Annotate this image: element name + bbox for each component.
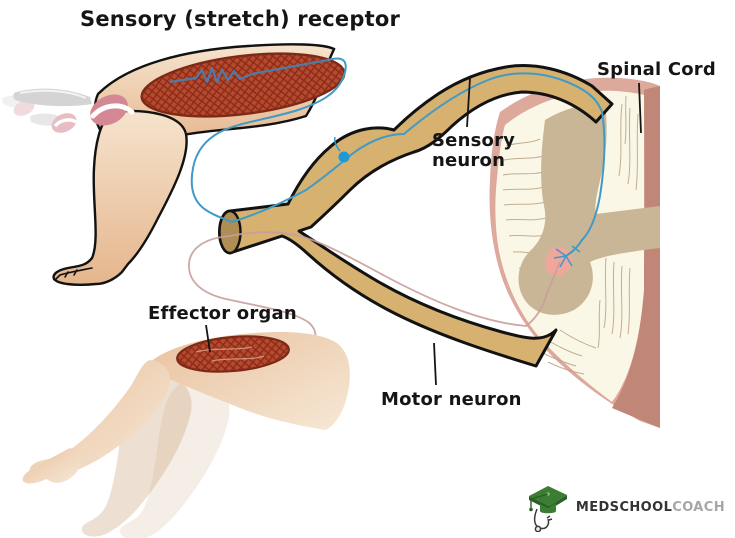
spinal-cord-section	[489, 77, 660, 428]
reflex-hammer-icon	[2, 88, 135, 133]
label-pointer-line	[466, 77, 471, 128]
hammer-head	[90, 94, 128, 126]
sensory-axon	[190, 57, 606, 268]
label-pointer-line	[205, 324, 211, 353]
sensory-neuron-label-line1: Sensory	[432, 130, 515, 151]
leg-motion-ghost	[81, 372, 192, 537]
foot-toes	[55, 267, 93, 280]
cell-body-tail	[334, 136, 341, 152]
reflex-hammer-motion-ghost	[2, 95, 35, 116]
logo-text-coach: COACH	[672, 499, 725, 515]
stimulated-leg-illustration	[52, 43, 346, 286]
calf-shape	[52, 109, 188, 286]
effector-organ-label: Effector organ	[148, 303, 297, 324]
effector-leg-illustration	[22, 332, 350, 538]
medschoolcoach-logo: MEDSCHOOLCOACH	[525, 482, 725, 532]
motor-neuron-label: Motor neuron	[381, 389, 522, 410]
motor-axon-path	[188, 231, 561, 353]
effector-foot	[22, 448, 81, 484]
effector-muscle-fibers	[195, 346, 265, 362]
logo-text-medschool: MEDSCHOOL	[575, 499, 673, 515]
label-pointer-line	[638, 82, 642, 134]
quadriceps-muscle	[140, 52, 346, 118]
effector-calf-shape	[29, 360, 170, 479]
spinal-cord-label: Spinal Cord	[597, 59, 716, 80]
leg-motion-ghost	[119, 378, 230, 538]
logo-text: MEDSCHOOLCOACH	[576, 500, 725, 515]
label-pointer-line	[433, 342, 437, 386]
muscle-spindle-zigzag	[169, 58, 329, 84]
diagram-title: Sensory (stretch) receptor	[80, 7, 400, 31]
axon-terminals	[553, 245, 581, 268]
graduation-cap-icon	[528, 486, 567, 532]
effector-muscle	[176, 335, 290, 373]
sensory-neuron-label-line2: neuron	[432, 150, 505, 171]
sensory-axon-path	[190, 57, 606, 257]
motor-neuron-cell-body	[545, 246, 572, 276]
labels: Sensory (stretch) receptor Spinal Cord S…	[80, 7, 716, 410]
reflex-hammer-motion-ghost	[30, 113, 77, 133]
sensory-cell-body	[338, 151, 350, 163]
stethoscope-icon	[533, 508, 553, 532]
spinal-cord-midline-face	[612, 86, 660, 428]
